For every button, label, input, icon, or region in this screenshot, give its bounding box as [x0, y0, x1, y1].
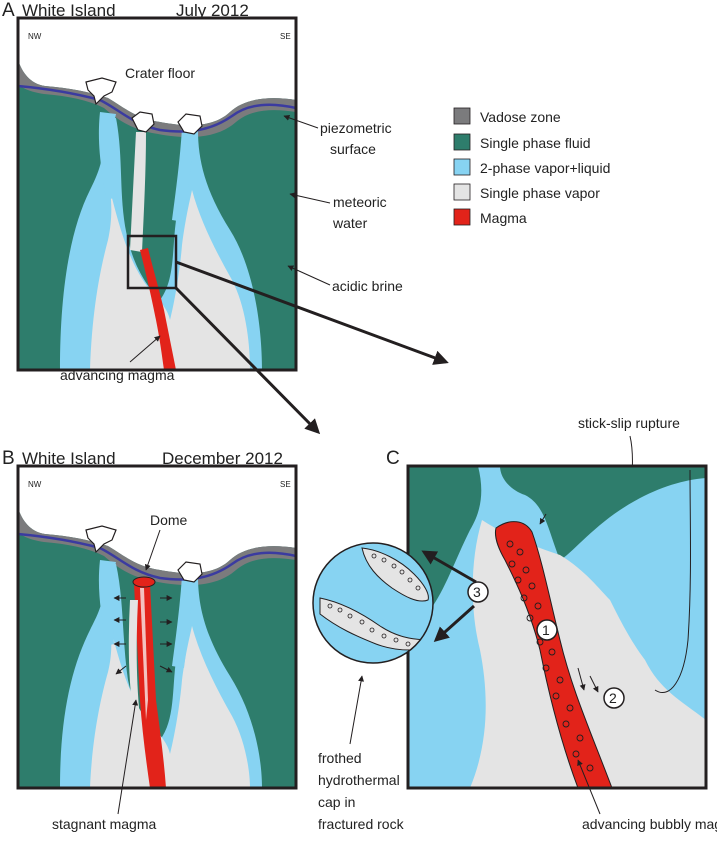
legend-label-vadose: Vadose zone [480, 109, 561, 125]
advancing-magma-label: advancing magma [60, 367, 175, 383]
dome-label: Dome [150, 512, 188, 528]
crater-block-2 [131, 111, 155, 133]
marker-2 [603, 687, 625, 709]
acidic-brine-pointer [287, 265, 331, 286]
panel-c: C stick-slip rupture 1 [312, 415, 717, 832]
panel-b-location: White Island [22, 449, 116, 468]
legend-swatch-single-fluid [453, 133, 471, 151]
c-fracture-line [654, 469, 691, 693]
meteoric-label-2: water [332, 215, 368, 231]
panel-a-frame [16, 16, 298, 372]
sky-region [18, 18, 296, 126]
zoom-arrow-lower [174, 286, 321, 435]
frothed-label-4: fractured rock [318, 816, 405, 832]
b-crater-block-1 [85, 525, 117, 554]
marker-2-label: 2 [609, 690, 617, 706]
panel-a-date: July 2012 [176, 1, 249, 20]
stagnant-magma-core [140, 588, 148, 720]
legend-swatch-vapor [453, 183, 471, 201]
c-slip-arrow-right [589, 675, 599, 693]
b-vadose-zone-region [18, 508, 296, 586]
panel-b: B White Island December 2012 [2, 448, 298, 832]
frothed-pointer [349, 675, 365, 745]
lava-dome [132, 576, 156, 588]
b-piezometric-line [18, 532, 296, 581]
piezometric-pointer [283, 114, 319, 129]
b-conduit-right [172, 576, 194, 668]
b-vapor-region [90, 626, 250, 788]
frothed-label-2: hydrothermal [318, 772, 400, 788]
zoom-arrow-upper [175, 260, 449, 365]
conduit-left [98, 112, 116, 200]
crater-block-3 [177, 113, 203, 135]
marker-3-label: 3 [473, 584, 481, 600]
legend-swatch-two-phase [453, 158, 471, 176]
frothed-label-1: frothed [318, 750, 362, 766]
meteoric-label-1: meteoric [333, 194, 387, 210]
b-sky-region [18, 466, 296, 574]
conduit-center [130, 132, 146, 252]
panel-b-letter: B [2, 448, 15, 469]
advancing-magma-pointer [129, 335, 161, 363]
b-crater-block-2 [177, 561, 203, 583]
panel-a: A White Island July 2012 [2, 0, 449, 435]
panel-a-location: White Island [22, 1, 116, 20]
legend-label-two-phase: 2-phase vapor+liquid [480, 160, 610, 176]
crater-floor-label: Crater floor [125, 65, 195, 81]
legend-swatch-vadose [453, 107, 471, 125]
panel-b-date: December 2012 [162, 449, 283, 468]
magnifier-arrow-lower [433, 604, 476, 643]
piezometric-label-2: surface [330, 141, 376, 157]
magma-bubbles [506, 540, 594, 772]
c-slip-arrow-down [577, 667, 586, 691]
legend-label-single-fluid: Single phase fluid [480, 135, 591, 151]
marker-1-label: 1 [542, 622, 550, 638]
stagnant-magma-pointer [117, 699, 139, 815]
crater-block-1 [85, 77, 117, 106]
stick-slip-label: stick-slip rupture [578, 415, 680, 431]
magnifier-outline [312, 542, 434, 664]
froth-vein-upper [361, 547, 429, 602]
frothed-cap-magnifier [312, 542, 434, 664]
conduit-right [172, 128, 194, 222]
legend-label-magma: Magma [480, 210, 527, 226]
b-vapor-sheath [128, 600, 140, 720]
legend-label-vapor: Single phase vapor [480, 185, 600, 201]
vadose-zone-region [18, 60, 296, 138]
panel-b-cross-section [18, 466, 296, 788]
vapor-region [90, 190, 250, 370]
dome-pointer [144, 529, 161, 571]
panel-a-se: SE [280, 32, 291, 41]
frothed-label-3: cap in [318, 794, 355, 810]
panel-a-letter: A [2, 0, 15, 21]
legend: Vadose zone Single phase fluid 2-phase v… [453, 107, 610, 226]
stagnant-magma-dyke [134, 584, 166, 788]
fluid-flow-arrows [113, 595, 173, 675]
panel-a-nw: NW [28, 32, 42, 41]
stagnant-magma-label: stagnant magma [52, 816, 156, 832]
c-upward-arrow [539, 513, 547, 525]
legend-swatch-magma [453, 208, 471, 226]
advancing-bubbly-label: advancing bubbly magma [582, 816, 717, 832]
panel-b-se: SE [280, 480, 291, 489]
panel-b-frame [16, 464, 298, 790]
magnifier-arrow-upper [421, 550, 477, 584]
advancing-bubbly-pointer [577, 759, 601, 815]
panel-c-letter: C [386, 448, 400, 469]
marker-3 [467, 581, 489, 603]
panel-a-cross-section [18, 18, 296, 370]
b-conduit-left [98, 560, 116, 646]
advancing-magma-dyke [140, 248, 176, 370]
acidic-brine-label: acidic brine [332, 278, 403, 294]
c-single-fluid-upper-right [500, 466, 706, 560]
piezometric-label-1: piezometric [320, 120, 392, 136]
meteoric-pointer [289, 192, 331, 204]
piezometric-line [18, 84, 296, 133]
panel-b-nw: NW [28, 480, 42, 489]
marker-1 [536, 619, 558, 641]
